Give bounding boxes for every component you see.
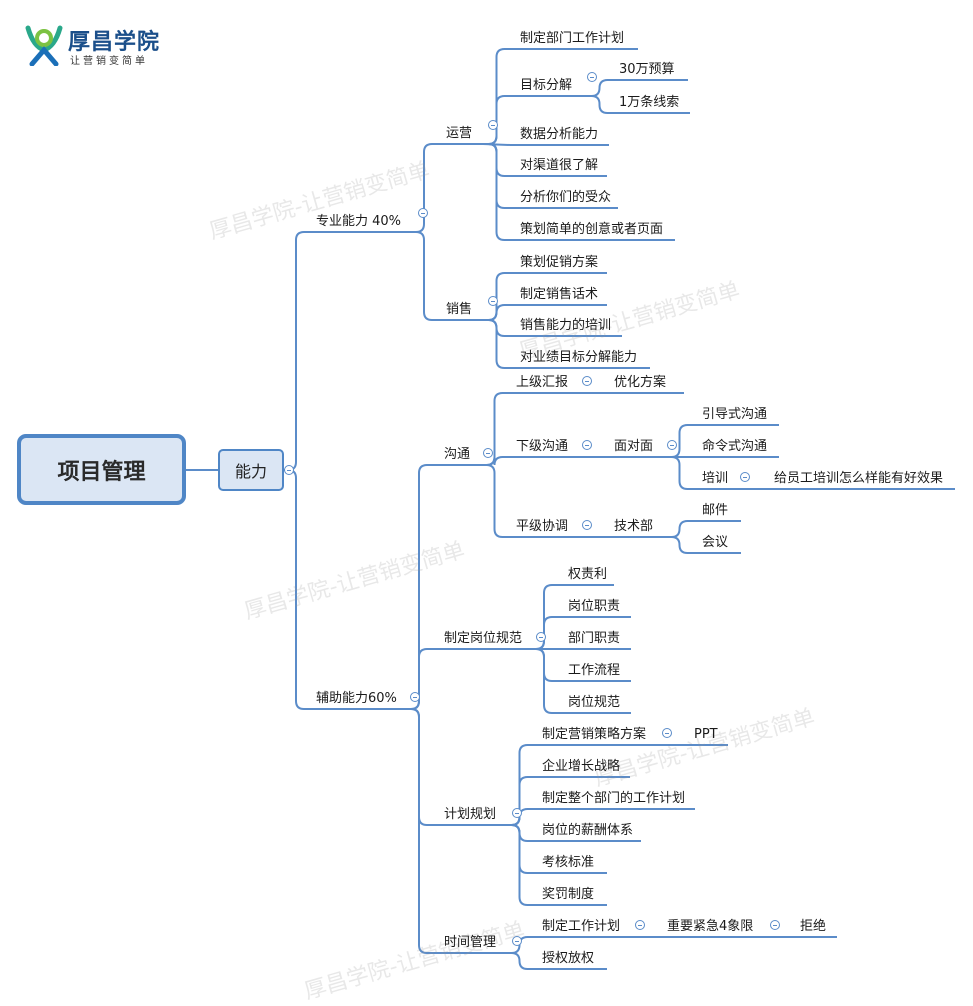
- topic-yy1[interactable]: 制定部门工作计划: [520, 31, 625, 46]
- connector-gt3a2: [667, 536, 692, 554]
- connector-xs4: [483, 319, 510, 369]
- collapse-toggle-icon[interactable]: [582, 376, 592, 386]
- connector-jh6: [507, 824, 532, 906]
- logo-name: 厚昌学院: [68, 30, 161, 55]
- topic-zy[interactable]: 专业能力 40%: [316, 214, 402, 229]
- connector-yy2b: [590, 95, 609, 114]
- topic-jh5[interactable]: 考核标准: [542, 855, 595, 870]
- topic-yy3[interactable]: 数据分析能力: [520, 127, 599, 142]
- topic-gt2a2[interactable]: 命令式沟通: [702, 439, 768, 454]
- logo-slogan: 让营销变简单: [70, 56, 148, 67]
- collapse-toggle-icon[interactable]: [483, 448, 493, 458]
- topic-gt2a3[interactable]: 培训: [702, 471, 729, 486]
- connector-fz: [284, 469, 306, 710]
- collapse-toggle-icon[interactable]: [284, 465, 294, 475]
- topic-jh[interactable]: 计划规划: [444, 807, 497, 822]
- topic-sj1[interactable]: 制定工作计划: [542, 919, 621, 934]
- connector-zy: [284, 231, 306, 471]
- topic-gt[interactable]: 沟通: [444, 447, 471, 462]
- collapse-toggle-icon[interactable]: [740, 472, 750, 482]
- root-topic[interactable]: 项目管理: [17, 434, 186, 505]
- topic-gt3a1[interactable]: 邮件: [702, 503, 729, 518]
- connector-gt2: [483, 456, 506, 466]
- connector-gw5: [530, 648, 558, 714]
- connector-xs: [412, 231, 436, 321]
- connector-yy: [412, 143, 436, 233]
- collapse-toggle-icon[interactable]: [770, 920, 780, 930]
- connector-yy2: [483, 95, 510, 145]
- connector-gt2a3: [667, 456, 692, 490]
- topic-gw[interactable]: 制定岗位规范: [444, 631, 523, 646]
- topic-gt2a3a[interactable]: 给员工培训怎么样能有好效果: [774, 471, 944, 486]
- topic-jh1a[interactable]: PPT: [694, 727, 718, 742]
- topic-yy4[interactable]: 对渠道很了解: [520, 158, 599, 173]
- topic-gt1a[interactable]: 优化方案: [614, 375, 667, 390]
- connector-sj2: [507, 952, 532, 970]
- topic-sj2[interactable]: 授权放权: [542, 951, 595, 966]
- connector-gt3a1: [667, 520, 692, 538]
- collapse-toggle-icon[interactable]: [488, 120, 498, 130]
- topic-gw1[interactable]: 权责利: [568, 567, 608, 582]
- topic-gw3[interactable]: 部门职责: [568, 631, 621, 646]
- topic-yy[interactable]: 运营: [446, 126, 473, 141]
- topic-fz[interactable]: 辅助能力60%: [316, 691, 397, 706]
- topic-gw5[interactable]: 岗位规范: [568, 695, 621, 710]
- topic-sj1a1[interactable]: 拒绝: [800, 919, 827, 934]
- topic-gw4[interactable]: 工作流程: [568, 663, 621, 678]
- topic-gt3[interactable]: 平级协调: [516, 519, 569, 534]
- collapse-toggle-icon[interactable]: [662, 728, 672, 738]
- topic-sj1a[interactable]: 重要紧急4象限: [667, 919, 754, 934]
- connector-gt3: [483, 464, 506, 538]
- topic-jh6[interactable]: 奖罚制度: [542, 887, 595, 902]
- collapse-toggle-icon[interactable]: [536, 632, 546, 642]
- collapse-toggle-icon[interactable]: [418, 208, 428, 218]
- topic-xs[interactable]: 销售: [446, 302, 473, 317]
- topic-yy5[interactable]: 分析你们的受众: [520, 190, 612, 205]
- logo-mark-icon: [25, 25, 63, 67]
- topic-yy2[interactable]: 目标分解: [520, 78, 573, 93]
- collapse-toggle-icon[interactable]: [512, 936, 522, 946]
- topic-yy6[interactable]: 策划简单的创意或者页面: [520, 222, 664, 237]
- topic-jh3[interactable]: 制定整个部门的工作计划: [542, 791, 686, 806]
- topic-xs1[interactable]: 策划促销方案: [520, 255, 599, 270]
- connector-sj: [404, 708, 434, 954]
- connector-yy6: [483, 143, 510, 241]
- collapse-toggle-icon[interactable]: [635, 920, 645, 930]
- topic-xs3[interactable]: 销售能力的培训: [520, 318, 612, 333]
- topic-gt2a1[interactable]: 引导式沟通: [702, 407, 768, 422]
- collapse-toggle-icon[interactable]: [587, 72, 597, 82]
- topic-gt1[interactable]: 上级汇报: [516, 375, 569, 390]
- collapse-toggle-icon[interactable]: [667, 440, 677, 450]
- topic-gt2a[interactable]: 面对面: [614, 439, 654, 454]
- topic-xs2[interactable]: 制定销售话术: [520, 287, 599, 302]
- collapse-toggle-icon[interactable]: [410, 692, 420, 702]
- topic-gt2[interactable]: 下级沟通: [516, 439, 569, 454]
- topic-jh4[interactable]: 岗位的薪酬体系: [542, 823, 634, 838]
- topic-jh1[interactable]: 制定营销策略方案: [542, 727, 647, 742]
- topic-yy2a[interactable]: 30万预算: [619, 62, 675, 77]
- connector-yy2a: [590, 79, 609, 97]
- topic-gt3a2[interactable]: 会议: [702, 535, 729, 550]
- topic-jh2[interactable]: 企业增长战略: [542, 759, 621, 774]
- collapse-toggle-icon[interactable]: [512, 808, 522, 818]
- topic-xs4[interactable]: 对业绩目标分解能力: [520, 350, 638, 365]
- logo: 厚昌学院 让营销变简单: [24, 24, 159, 70]
- collapse-toggle-icon[interactable]: [582, 440, 592, 450]
- topic-gt3a[interactable]: 技术部: [614, 519, 654, 534]
- topic-sj[interactable]: 时间管理: [444, 935, 497, 950]
- topic-yy2b[interactable]: 1万条线索: [619, 95, 680, 110]
- topic-gw2[interactable]: 岗位职责: [568, 599, 621, 614]
- main-topic[interactable]: 能力: [218, 449, 284, 491]
- collapse-toggle-icon[interactable]: [488, 296, 498, 306]
- collapse-toggle-icon[interactable]: [582, 520, 592, 530]
